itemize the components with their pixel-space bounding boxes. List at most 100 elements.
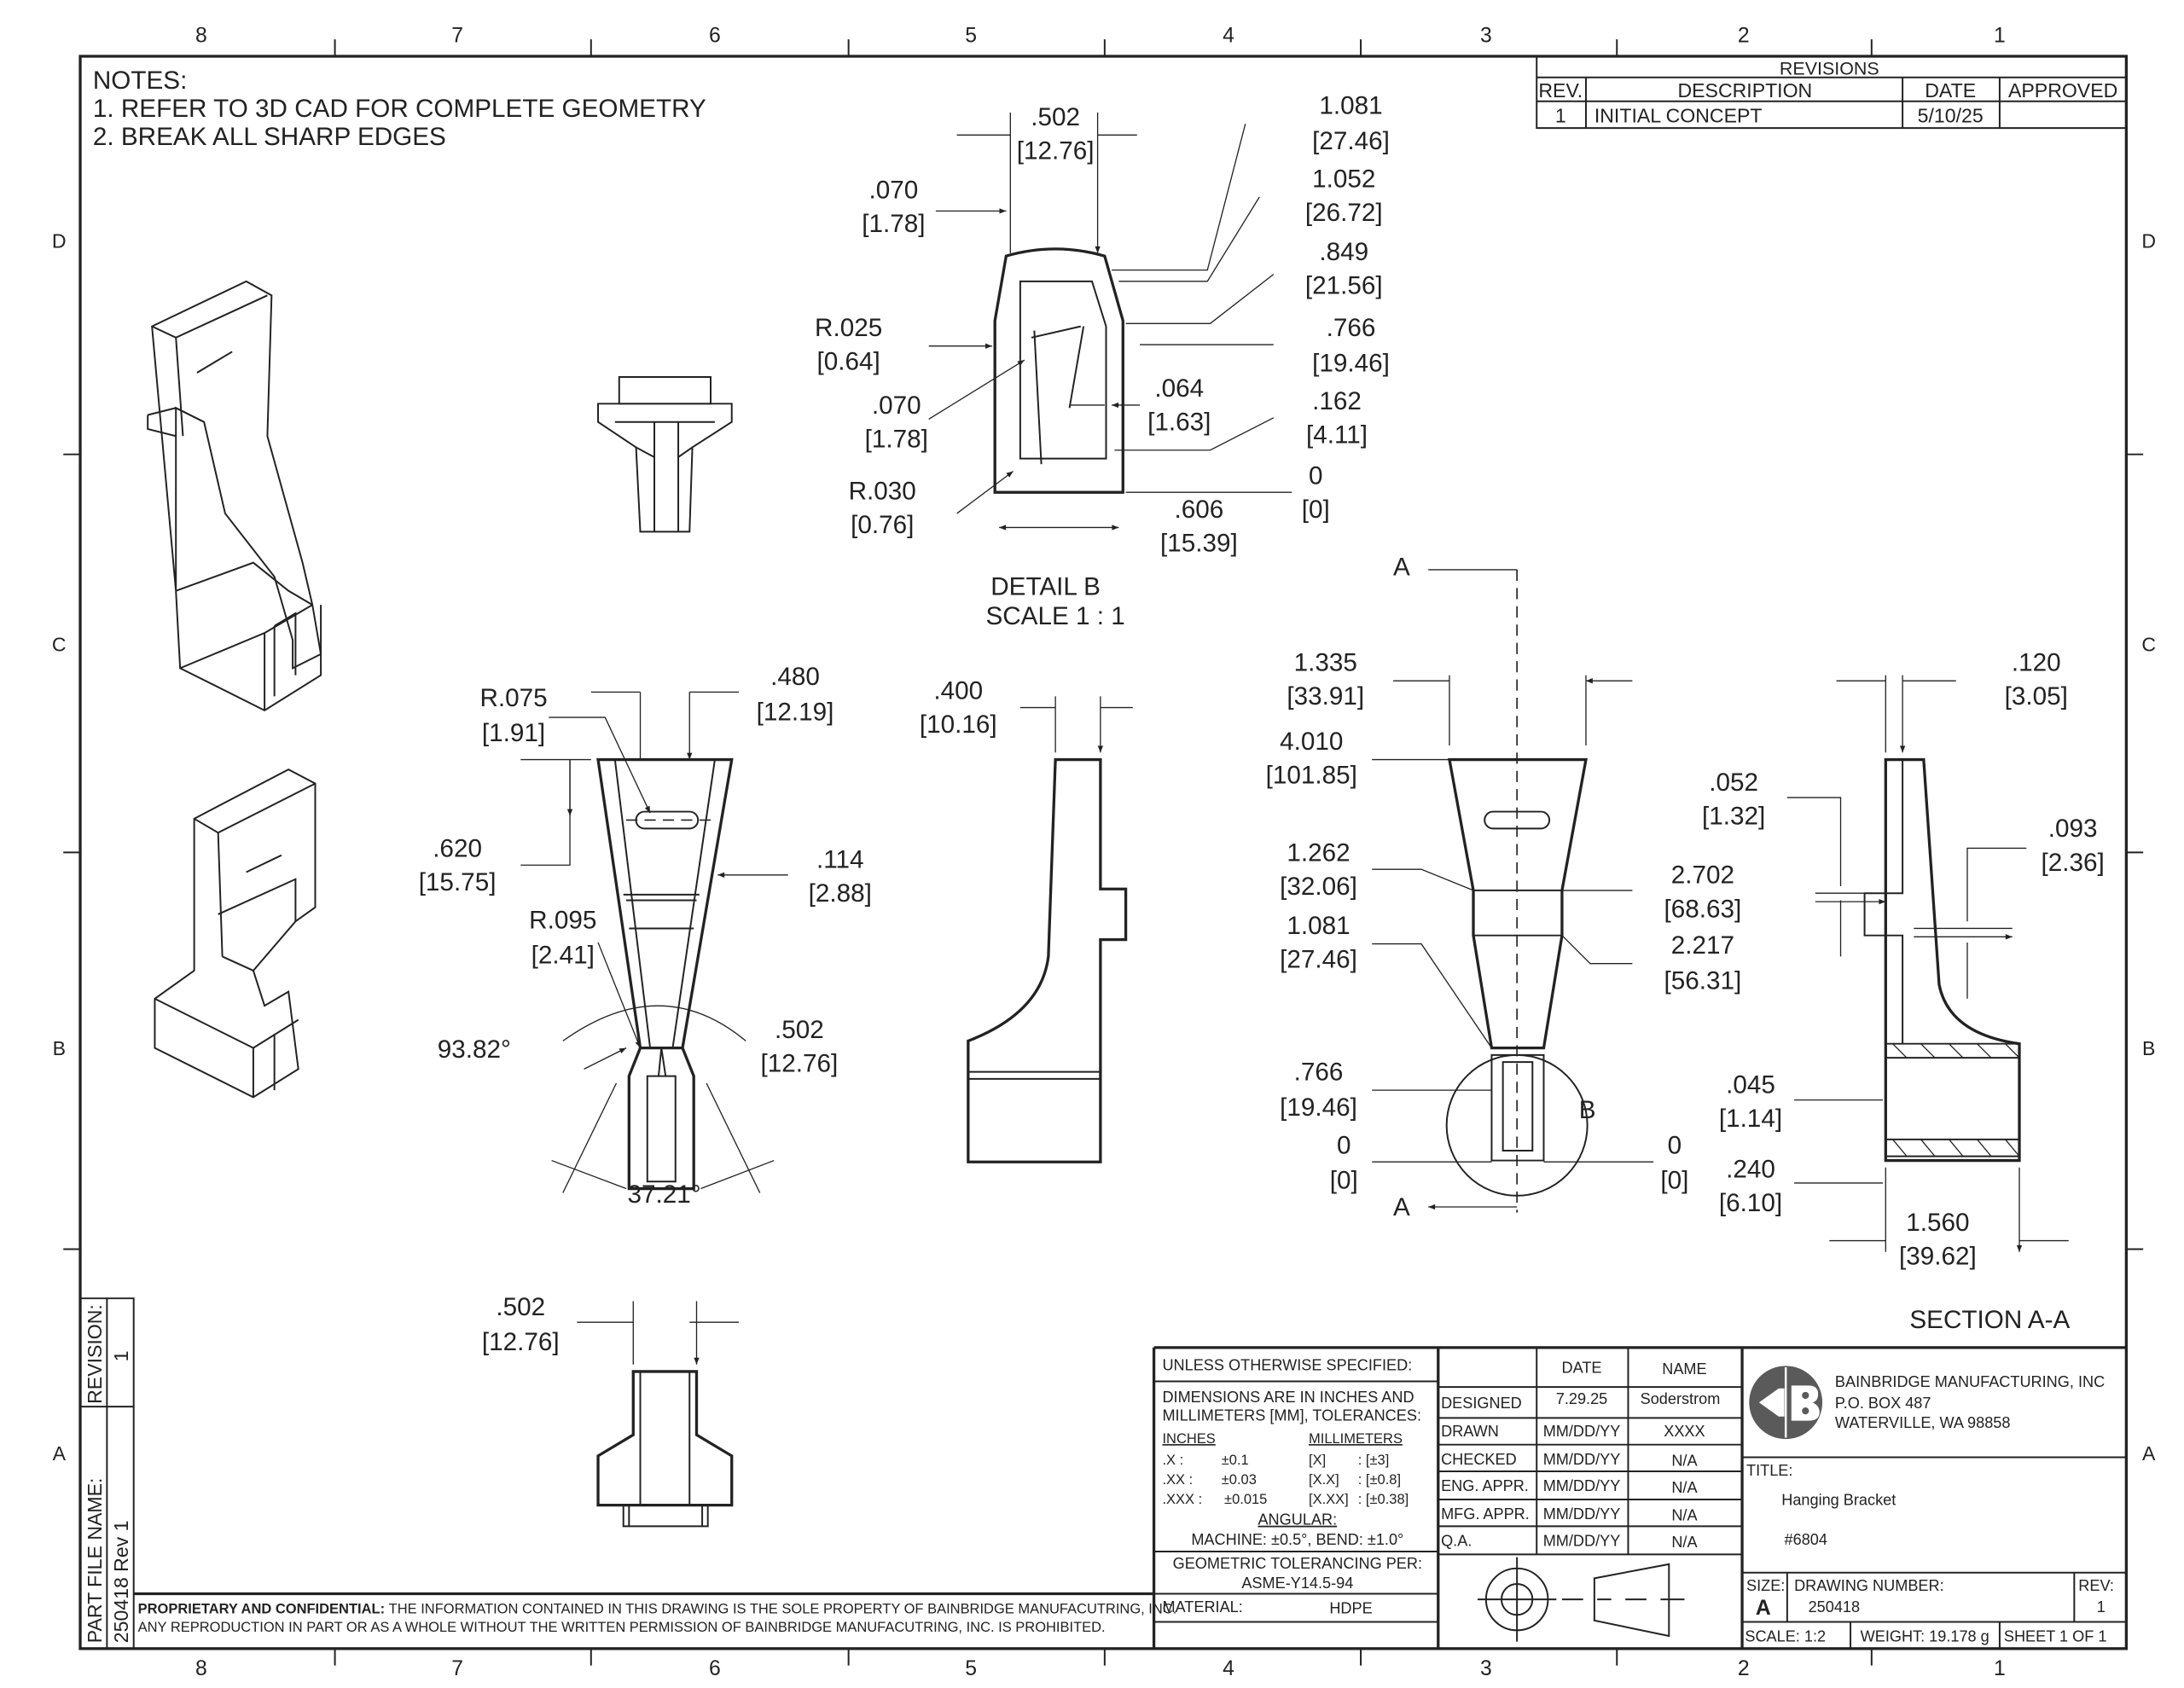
proprietary-label: PROPRIETARY AND CONFIDENTIAL: xyxy=(138,1602,385,1617)
proprietary-line2: ANY REPRODUCTION IN PART OR AS A WHOLE W… xyxy=(138,1620,1106,1635)
dim-mm: [0] xyxy=(1302,496,1330,524)
tol-mm: [X] xyxy=(1309,1453,1326,1468)
dim-inch: .502 xyxy=(496,1293,545,1321)
zone-col: 1 xyxy=(1994,24,2006,47)
zone-col: 8 xyxy=(195,1657,207,1680)
signoff-name: N/A xyxy=(1671,1534,1698,1551)
revision-value: 1 xyxy=(110,1351,132,1362)
dim-inch: R.095 xyxy=(529,906,596,934)
dim-mm: [4.11] xyxy=(1306,421,1368,449)
angle-label: 93.82° xyxy=(438,1035,511,1064)
detail-callout-label: B xyxy=(1579,1096,1596,1124)
zone-col: 3 xyxy=(1480,1657,1492,1680)
dim-inch: R.030 xyxy=(849,477,916,505)
drawing-number-label: DRAWING NUMBER: xyxy=(1794,1577,1944,1594)
zone-row: B xyxy=(2142,1037,2155,1059)
dim-mm: [2.88] xyxy=(809,879,872,908)
zone-col: 4 xyxy=(1223,24,1234,47)
dim-mm: [0] xyxy=(1330,1167,1358,1195)
zone-labels-top: 8 7 6 5 4 3 2 1 xyxy=(195,24,2006,47)
tol-mm-value: : [±0.8] xyxy=(1358,1472,1401,1488)
size-value: A xyxy=(1756,1597,1771,1620)
angular-label: ANGULAR: xyxy=(1258,1511,1337,1528)
zone-row: A xyxy=(53,1442,67,1465)
dim-inch: .606 xyxy=(1174,496,1223,524)
signoff-date: 7.29.25 xyxy=(1556,1390,1607,1407)
zone-col: 2 xyxy=(1738,1657,1750,1680)
tol-mm-value: : [±3] xyxy=(1358,1453,1390,1468)
signoff-role: DESIGNED xyxy=(1441,1395,1522,1412)
dim-mm: [1.78] xyxy=(862,210,925,238)
zone-col: 6 xyxy=(709,24,721,47)
dim-inch: 1.052 xyxy=(1312,165,1375,193)
tol-inch: .X : xyxy=(1162,1453,1183,1468)
dim-mm: [12.76] xyxy=(1017,136,1095,165)
dim-mm: [6.10] xyxy=(1719,1189,1782,1217)
signoff-role: DRAWN xyxy=(1441,1423,1499,1440)
dim-inch: .400 xyxy=(933,677,983,705)
revisions-title: REVISIONS xyxy=(1780,58,1879,78)
dim-inch: 2.217 xyxy=(1671,931,1734,960)
dim-inch: 4.010 xyxy=(1280,728,1343,756)
dim-inch: .162 xyxy=(1312,387,1362,415)
dims-note-1: DIMENSIONS ARE IN INCHES AND xyxy=(1162,1389,1414,1406)
signoff-name: Soderstrom xyxy=(1641,1390,1721,1407)
proprietary-line1: THE INFORMATION CONTAINED IN THIS DRAWIN… xyxy=(389,1602,1177,1617)
dim-inch: 0 xyxy=(1309,461,1323,490)
zone-labels-rows: D C B A D C B A xyxy=(52,229,2156,1465)
zone-ticks xyxy=(63,39,2144,1666)
zone-row: A xyxy=(2142,1442,2156,1465)
dim-mm: [1.78] xyxy=(865,425,928,453)
proprietary-text: PROPRIETARY AND CONFIDENTIAL: THE INFORM… xyxy=(138,1602,1177,1617)
material-value: HDPE xyxy=(1329,1600,1372,1617)
dim-mm: [39.62] xyxy=(1899,1243,1977,1271)
dim-mm: [12.19] xyxy=(757,698,834,726)
tol-inch: .XX : xyxy=(1162,1472,1193,1488)
dim-inch: .070 xyxy=(869,177,919,205)
mm-label: MILLIMETERS xyxy=(1309,1431,1403,1447)
zone-col: 3 xyxy=(1480,24,1492,47)
scale: SCALE: 1:2 xyxy=(1745,1628,1826,1645)
company-name: BAINBRIDGE MANUFACTURING, INC xyxy=(1835,1373,2105,1390)
revisions-table: REVISIONS REV. DESCRIPTION DATE APPROVED… xyxy=(1536,55,2127,130)
dim-inch: 0 xyxy=(1337,1131,1351,1159)
date-header: DATE xyxy=(1925,79,1976,102)
inches-label: INCHES xyxy=(1162,1431,1215,1447)
dim-inch: .052 xyxy=(1709,769,1758,797)
dim-inch: 1.560 xyxy=(1906,1209,1969,1237)
dim-mm: [27.46] xyxy=(1312,127,1390,155)
detail-b-view: .502 [12.76] .070 [1.78] 1.081 [27.46] 1… xyxy=(815,92,1390,631)
dim-inch: .620 xyxy=(433,834,482,862)
front-view: R.075 [1.91] .480 [12.19] .620 [15.75] .… xyxy=(419,663,872,1209)
geo-tol-standard: ASME-Y14.5-94 xyxy=(1241,1575,1353,1592)
third-angle-projection-icon xyxy=(1477,1557,1685,1642)
sheet: SHEET 1 OF 1 xyxy=(2004,1628,2107,1645)
zone-row: D xyxy=(52,229,67,252)
dim-mm: [1.32] xyxy=(1702,802,1765,830)
dim-mm: [56.31] xyxy=(1664,966,1741,995)
cut-view: A A B 1.335 [33.91] 4.010 [101.85] 1.262… xyxy=(1266,554,1742,1221)
zone-col: 6 xyxy=(709,1657,721,1680)
dim-mm: [26.72] xyxy=(1305,199,1383,227)
rev-label: REV: xyxy=(2078,1577,2114,1594)
tol-inch-value: ±0.1 xyxy=(1222,1453,1249,1468)
bottom-view: .502 [12.76] xyxy=(482,1293,739,1528)
dim-mm: [32.06] xyxy=(1280,873,1357,901)
dim-mm: [27.46] xyxy=(1280,946,1357,974)
zone-labels-bottom: 8 7 6 5 4 3 2 1 xyxy=(195,1657,2006,1680)
signoff-role: ENG. APPR. xyxy=(1441,1477,1529,1494)
notes: NOTES: 1. REFER TO 3D CAD FOR COMPLETE G… xyxy=(93,67,706,151)
zone-col: 1 xyxy=(1994,1657,2006,1680)
dim-mm: [1.63] xyxy=(1147,409,1211,437)
rev-description: INITIAL CONCEPT xyxy=(1594,104,1763,126)
dim-inch: .480 xyxy=(770,663,820,691)
dim-inch: .766 xyxy=(1294,1059,1344,1087)
company-address-2: WATERVILLE, WA 98858 xyxy=(1835,1414,2011,1431)
signoff-name: N/A xyxy=(1671,1452,1698,1469)
part-file-strip: REVISION: 1 PART FILE NAME: 250418 Rev 1 xyxy=(80,1297,135,1649)
zone-col: 5 xyxy=(965,1657,977,1680)
dim-inch: R.075 xyxy=(479,684,547,712)
angular-tolerance: MACHINE: ±0.5°, BEND: ±1.0° xyxy=(1191,1531,1403,1548)
dim-mm: [3.05] xyxy=(2005,682,2068,711)
unless-specified: UNLESS OTHERWISE SPECIFIED: xyxy=(1162,1356,1412,1373)
